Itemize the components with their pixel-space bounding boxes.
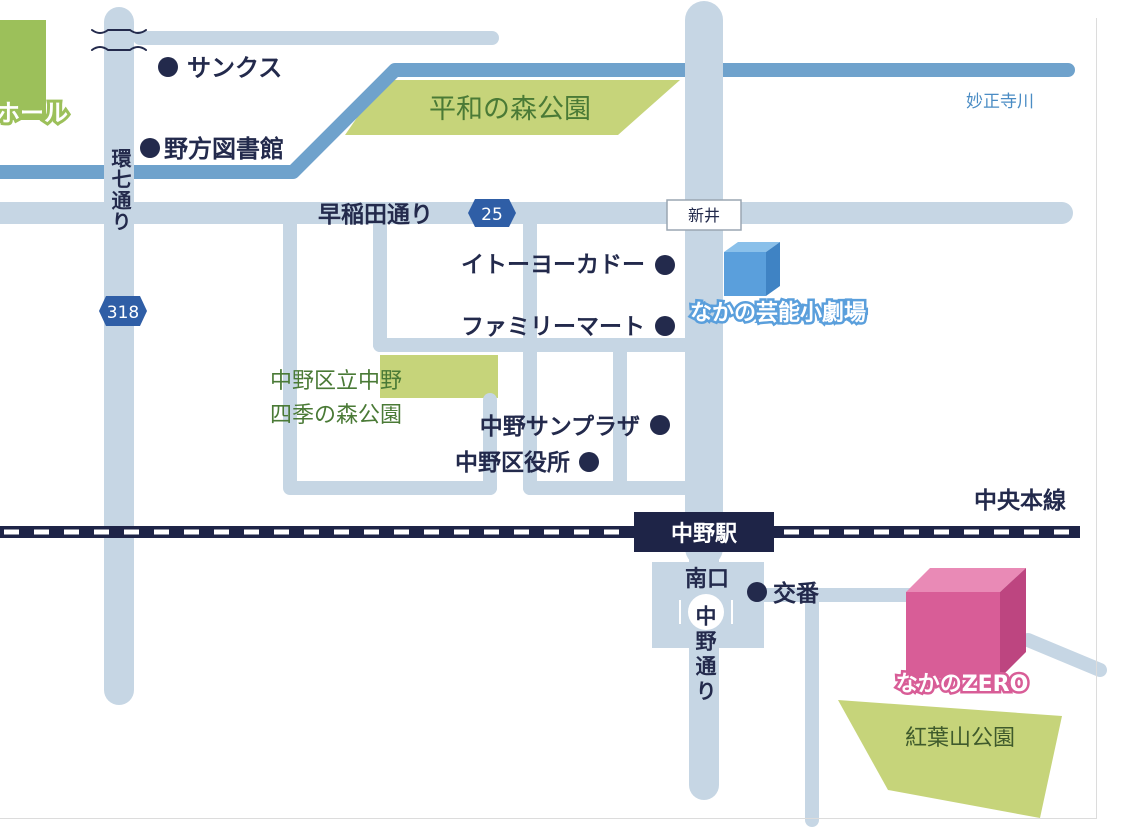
theater-cube-top bbox=[724, 242, 780, 252]
route-hexagon-icon bbox=[468, 199, 516, 227]
shiki-park-label-line2: 四季の森公園 bbox=[270, 403, 402, 428]
route-25-label: 25 bbox=[481, 205, 503, 225]
nakano-zero-building-icon bbox=[906, 568, 1026, 678]
poi-dot-icon bbox=[655, 255, 675, 275]
roads bbox=[0, 1, 1107, 827]
bridge-icon-top bbox=[91, 29, 147, 34]
heiwa-park-label: 平和の森公園 bbox=[429, 94, 591, 125]
waseda-road-label: 早稲田通り bbox=[318, 202, 433, 228]
hall-block bbox=[0, 20, 46, 120]
kan7-road-label: 環七通り bbox=[108, 148, 132, 232]
koban-label: 交番 bbox=[773, 580, 820, 607]
hall-label: ホール bbox=[0, 99, 68, 127]
momijiyama-park-area bbox=[838, 700, 1062, 818]
poi-dot-icon bbox=[655, 316, 675, 336]
poi-dot-icon bbox=[158, 57, 178, 77]
ito-yokado-label: イトーヨーカドー bbox=[461, 252, 645, 278]
south-exit-label: 南口 bbox=[685, 567, 729, 592]
route-hexagon-icon bbox=[99, 296, 147, 326]
sunkus-label: サンクス bbox=[187, 54, 282, 82]
nogata-library-label: 野方図書館 bbox=[164, 135, 284, 163]
frame-bottom-border bbox=[0, 818, 1097, 819]
frame-right-border bbox=[1096, 18, 1097, 818]
nakano-theater-label: なかの芸能小劇場 bbox=[690, 300, 866, 326]
parks bbox=[0, 20, 1062, 818]
chuo-line-label: 中央本線 bbox=[974, 487, 1066, 514]
family-mart-label: ファミリーマート bbox=[461, 314, 645, 340]
poi-dot-icon bbox=[140, 138, 160, 158]
zero-cube-front bbox=[906, 592, 1000, 678]
myoshoji-river-line bbox=[0, 63, 1075, 179]
south-exit-plaza bbox=[652, 562, 764, 648]
sunplaza-label: 中野サンプラザ bbox=[480, 414, 640, 440]
poi-dot-icon bbox=[579, 452, 599, 472]
poi-dots bbox=[140, 57, 767, 602]
nakano-road-label: 中野通り bbox=[693, 605, 717, 705]
route-318-badge: 318 bbox=[99, 296, 147, 326]
nakano-station: 中野駅 bbox=[634, 512, 774, 552]
bridge-icon bbox=[91, 29, 147, 51]
ward-office-label: 中野区役所 bbox=[455, 450, 570, 476]
nakano-theater-building-icon bbox=[724, 242, 780, 296]
myoshoji-river-label: 妙正寺川 bbox=[966, 92, 1034, 112]
nakano-station-label: 中野駅 bbox=[671, 522, 737, 547]
poi-dot-icon bbox=[747, 582, 767, 602]
route-318-label: 318 bbox=[107, 303, 139, 323]
shiki-park-area bbox=[380, 355, 498, 398]
poi-dot-icon bbox=[650, 415, 670, 435]
theater-cube-front bbox=[724, 252, 766, 296]
roundabout-icon bbox=[688, 594, 724, 630]
river bbox=[0, 63, 1075, 179]
grid-road-west bbox=[283, 206, 497, 495]
zero-cube-top bbox=[906, 568, 1026, 592]
route-25-badge: 25 bbox=[468, 199, 516, 227]
arai-label: 新井 bbox=[688, 206, 720, 225]
heiwa-park-area bbox=[345, 80, 680, 135]
zero-cube-side bbox=[1000, 568, 1026, 678]
bridge-icon-bottom bbox=[91, 46, 147, 51]
nakano-station-box bbox=[634, 512, 774, 552]
arai-sign-box bbox=[666, 199, 742, 231]
shiki-park-label-line1: 中野区立中野 bbox=[270, 369, 402, 394]
nakano-zero-label: なかのZERO bbox=[896, 672, 1029, 697]
se-road-diag-line bbox=[1021, 633, 1107, 677]
theater-cube-side bbox=[766, 242, 780, 296]
arai-sign: 新井 bbox=[666, 199, 742, 231]
momijiyama-park-label: 紅葉山公園 bbox=[905, 726, 1015, 751]
